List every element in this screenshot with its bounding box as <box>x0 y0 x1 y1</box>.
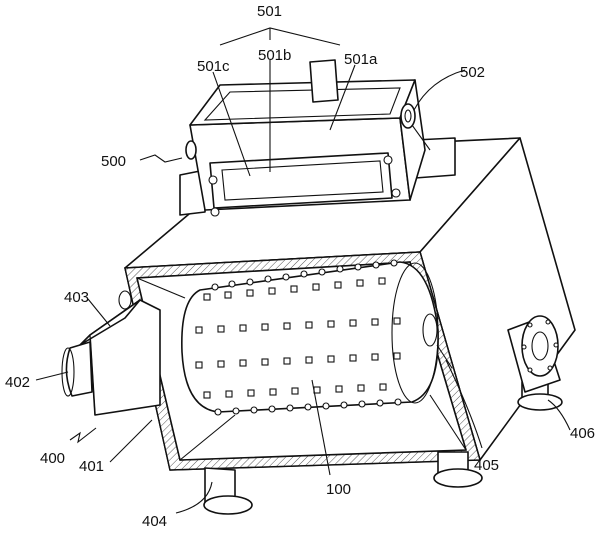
label-401: 401 <box>79 458 104 475</box>
label-501c: 501c <box>197 58 230 75</box>
label-501a: 501a <box>344 51 378 68</box>
label-405: 405 <box>474 457 499 474</box>
label-501: 501 <box>257 3 282 20</box>
left-motor <box>61 290 161 416</box>
drum-bottom-studs <box>214 398 402 416</box>
leader-lines <box>35 27 571 514</box>
label-500: 500 <box>101 153 126 170</box>
drum-holes <box>195 277 401 399</box>
label-404: 404 <box>142 513 167 530</box>
label-400: 400 <box>40 450 65 467</box>
label-100: 100 <box>326 481 351 498</box>
label-502: 502 <box>460 64 485 81</box>
drum-top-studs <box>211 259 398 291</box>
label-406: 406 <box>570 425 595 442</box>
outlet-flange <box>507 315 561 393</box>
label-402: 402 <box>5 374 30 391</box>
label-501b: 501b <box>258 47 291 64</box>
reference-labels: 501 501a 501b 501c 502 500 403 402 400 4… <box>5 3 595 530</box>
screen-drum <box>181 259 453 416</box>
support-legs <box>203 379 563 515</box>
label-403: 403 <box>64 289 89 306</box>
feed-hopper <box>179 59 456 217</box>
